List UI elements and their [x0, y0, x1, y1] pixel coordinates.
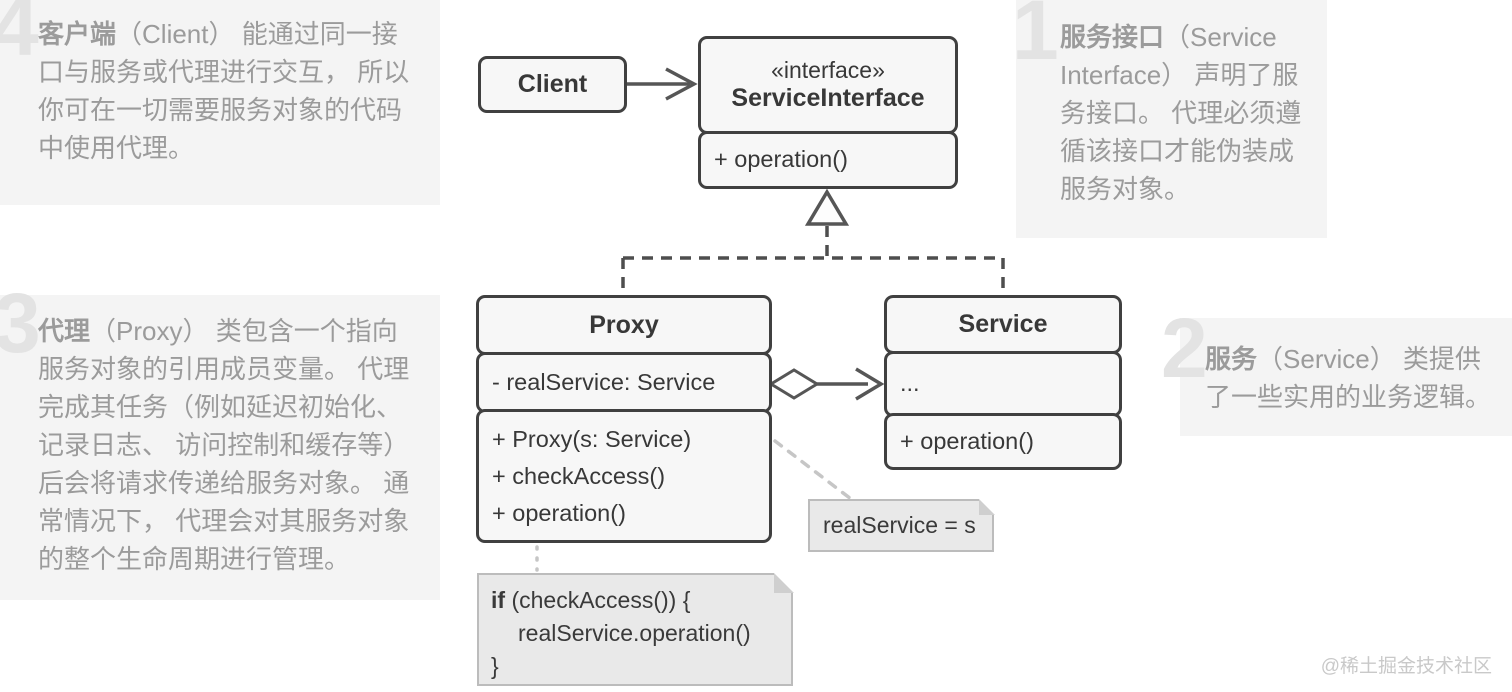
note-assignment-text: realService = s: [823, 512, 976, 538]
annotation-service-interface-text: 服务接口（Service Interface） 声明了服务接口。 代理必须遵循该…: [1060, 18, 1313, 208]
method-check-access: + checkAccess(): [492, 462, 666, 489]
class-service-attributes-compartment: ...: [884, 350, 1122, 417]
note-code-line-1-rest: (checkAccess()) {: [505, 587, 691, 613]
interface-stereotype: «interface»: [771, 57, 885, 83]
note-code-line-2: realService.operation(): [518, 620, 751, 646]
method-operation: + operation(): [900, 428, 1034, 454]
class-client-title-compartment: Client: [478, 56, 627, 113]
class-service-interface: «interface» ServiceInterface + operation…: [698, 36, 958, 189]
note-assignment: realService = s: [808, 498, 995, 552]
step-number-1: 1: [1012, 0, 1059, 77]
note-connector-assignment: [773, 439, 853, 501]
annotation-service-interface-body: （Service Interface） 声明了服务接口。 代理必须遵循该接口才能…: [1060, 22, 1302, 204]
method-proxy-constructor: + Proxy(s: Service): [492, 425, 692, 452]
annotation-proxy-lead: 代理: [38, 316, 91, 346]
note-fold-icon: [978, 498, 995, 515]
client-association-arrowhead: [665, 67, 698, 101]
class-service-interface-title: ServiceInterface: [731, 84, 925, 112]
note-fold-icon: [773, 572, 794, 593]
class-service: Service ... + operation(): [884, 295, 1122, 470]
class-proxy: Proxy - realService: Service + Proxy(s: …: [476, 295, 772, 543]
annotation-client-lead: 客户端: [38, 19, 117, 49]
note-code-line-1: if (checkAccess()) {: [491, 584, 779, 617]
step-number-2: 2: [1161, 301, 1208, 395]
class-client: Client: [478, 56, 627, 113]
annotation-proxy: 代理（Proxy） 类包含一个指向服务对象的引用成员变量。 代理完成其任务（例如…: [0, 295, 440, 600]
class-service-interface-methods-compartment: + operation(): [698, 130, 958, 189]
note-code-line-3: }: [491, 653, 499, 679]
annotation-client-text: 客户端（Client） 能通过同一接口与服务或代理进行交互， 所以你可在一切需要…: [38, 15, 422, 167]
aggregation-arrowhead: [855, 367, 885, 401]
annotation-service-text: 服务（Service） 类提供了一些实用的业务逻辑。: [1205, 340, 1502, 416]
class-proxy-title-compartment: Proxy: [476, 295, 772, 355]
step-number-4: 4: [0, 0, 39, 73]
class-service-methods-compartment: + operation(): [884, 413, 1122, 470]
step-number-3: 3: [0, 276, 41, 370]
annotation-client-body: （Client） 能通过同一接口与服务或代理进行交互， 所以你可在一切需要服务对…: [38, 19, 410, 163]
annotation-service-interface: 服务接口（Service Interface） 声明了服务接口。 代理必须遵循该…: [1016, 0, 1327, 238]
method-operation: + operation(): [492, 499, 626, 526]
if-keyword: if: [491, 587, 506, 613]
annotation-proxy-text: 代理（Proxy） 类包含一个指向服务对象的引用成员变量。 代理完成其任务（例如…: [38, 312, 422, 578]
annotation-service: 服务（Service） 类提供了一些实用的业务逻辑。: [1180, 318, 1512, 436]
annotation-service-interface-lead: 服务接口: [1060, 22, 1165, 52]
annotation-client: 客户端（Client） 能通过同一接口与服务或代理进行交互， 所以你可在一切需要…: [0, 0, 440, 205]
aggregation-diamond: [768, 368, 820, 400]
attribute-ellipsis: ...: [900, 370, 920, 396]
realization-triangle: [804, 188, 850, 226]
watermark: @稀土掘金技术社区: [1320, 656, 1492, 677]
class-client-title: Client: [517, 70, 588, 98]
attribute-real-service: - realService: Service: [492, 368, 716, 395]
class-proxy-methods-compartment: + Proxy(s: Service) + checkAccess() + op…: [476, 409, 772, 543]
annotation-proxy-body: （Proxy） 类包含一个指向服务对象的引用成员变量。 代理完成其任务（例如延迟…: [38, 316, 410, 574]
class-service-interface-title-compartment: «interface» ServiceInterface: [698, 36, 958, 134]
class-service-title-compartment: Service: [884, 295, 1122, 354]
class-service-title: Service: [958, 310, 1048, 338]
class-proxy-title: Proxy: [589, 310, 659, 339]
annotation-service-body: （Service） 类提供了一些实用的业务逻辑。: [1205, 344, 1492, 412]
method-operation: + operation(): [714, 146, 848, 172]
note-code: if (checkAccess()) { realService.operati…: [477, 572, 794, 686]
class-proxy-attributes-compartment: - realService: Service: [476, 351, 772, 413]
annotation-service-lead: 服务: [1205, 344, 1258, 374]
